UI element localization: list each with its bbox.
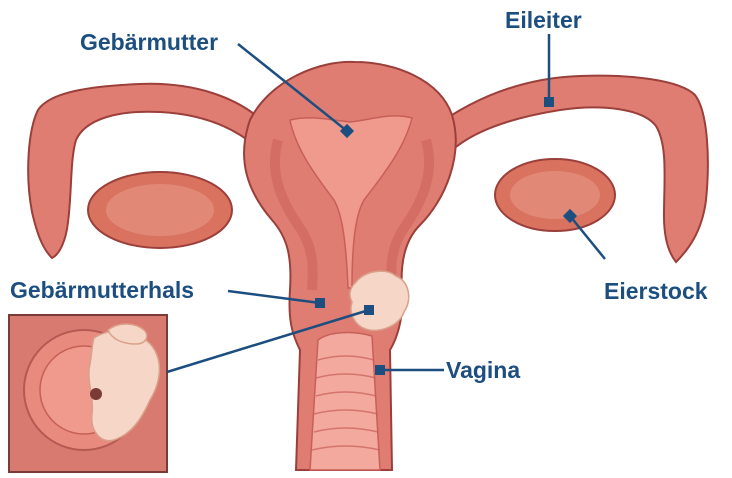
label-fallopian-tube: Eileiter bbox=[505, 9, 582, 32]
left-ovary-inner bbox=[106, 184, 214, 236]
fallopian-tube-marker-icon bbox=[544, 97, 554, 107]
vagina-marker-icon bbox=[375, 365, 385, 375]
label-cervix: Gebärmutterhals bbox=[10, 279, 194, 302]
tumor-marker-icon bbox=[364, 305, 374, 315]
inset-closeup bbox=[9, 315, 167, 472]
label-ovary: Eierstock bbox=[604, 280, 708, 303]
vaginal-canal bbox=[310, 333, 380, 470]
cervix-marker-icon bbox=[315, 298, 325, 308]
label-uterus: Gebärmutter bbox=[80, 31, 218, 54]
right-ovary-inner bbox=[510, 171, 600, 219]
label-vagina: Vagina bbox=[446, 359, 520, 382]
